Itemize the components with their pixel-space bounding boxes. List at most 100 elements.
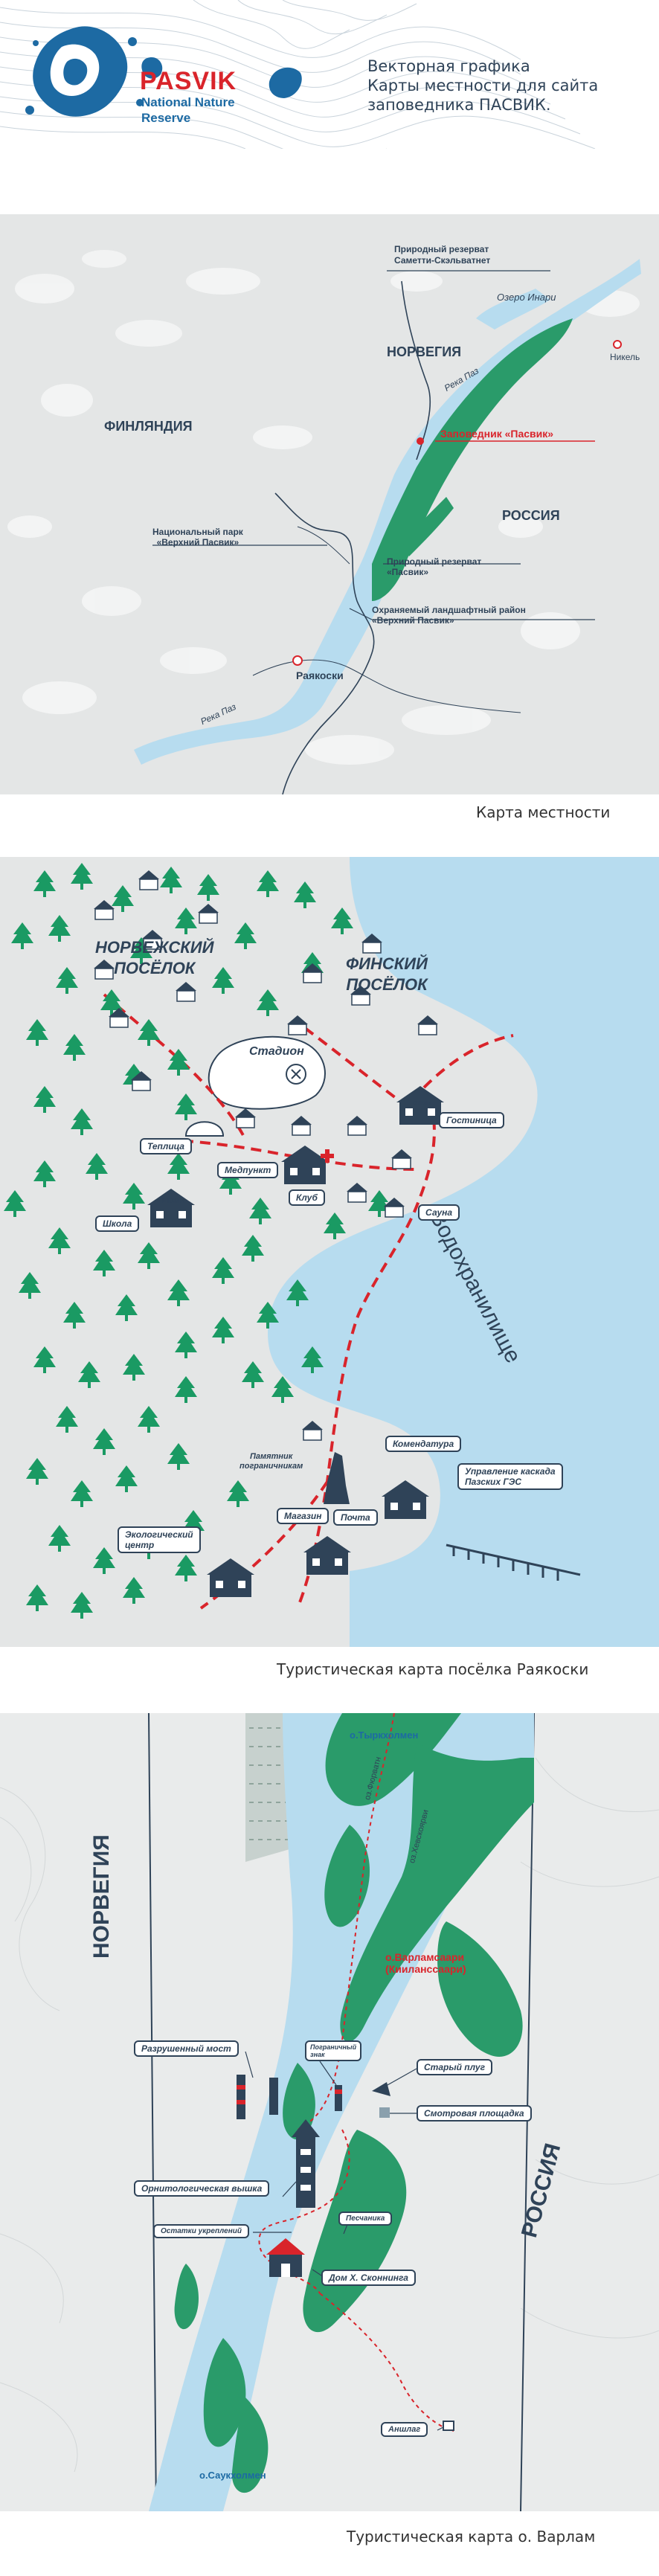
house-icon xyxy=(302,963,323,983)
border-sign-line-1: Пограничный xyxy=(310,2043,357,2051)
medical-cross-icon xyxy=(321,1149,334,1163)
tree-icon xyxy=(115,1294,138,1321)
landscape-line-2: «Верхний Пасвик» xyxy=(372,615,454,626)
varlam-line-1: о.Варламсаари xyxy=(385,1951,465,1963)
reserve-pasvik-line-1: Природный резерват xyxy=(387,556,482,567)
header: PASVIK National Nature Reserve Векторная… xyxy=(0,0,659,149)
map1-caption: Карта местности xyxy=(476,803,611,821)
label-school: Школа xyxy=(95,1215,140,1232)
lake-inari: Озеро Инари xyxy=(497,292,556,303)
post-building-icon xyxy=(303,1536,351,1575)
eco-line-2: центр xyxy=(125,1540,155,1550)
school-building-icon xyxy=(147,1189,195,1227)
tree-icon xyxy=(86,1153,108,1180)
house-icon xyxy=(94,960,115,980)
label-medpunkt: Медпункт xyxy=(217,1162,279,1178)
tree-icon xyxy=(242,1235,264,1262)
district-norwegian-line-2: ПОСЁЛОК xyxy=(114,959,196,977)
logo-sub-2: Reserve xyxy=(141,111,191,125)
tree-icon xyxy=(71,1592,93,1619)
tree-icon xyxy=(33,1160,56,1187)
tree-icon xyxy=(212,1317,234,1343)
medpunkt-building-icon xyxy=(281,1146,329,1184)
tree-icon xyxy=(123,1354,145,1381)
tree-icon xyxy=(123,1577,145,1604)
house-icon xyxy=(302,1421,323,1441)
label-monument: Памятник пограничникам xyxy=(240,1452,303,1471)
tree-icon xyxy=(271,1376,294,1403)
house-icon xyxy=(287,1015,308,1035)
tree-icon xyxy=(219,1168,242,1195)
tree-icon xyxy=(175,1555,197,1581)
tree-icon xyxy=(115,1465,138,1492)
callout-national-park: Национальный парк «Верхний Пасвик» xyxy=(152,527,243,547)
national-park-line-2: «Верхний Пасвик» xyxy=(156,537,240,547)
tree-icon xyxy=(63,1302,86,1329)
sametti-line-2: Саметти-Скэльватнет xyxy=(394,255,491,266)
tree-icon xyxy=(167,1279,190,1306)
label-fortifications: Остатки укреплений xyxy=(153,2224,249,2238)
tree-icon xyxy=(56,1406,78,1433)
island-tyurkholmen: о.Тыркхолмен xyxy=(350,1729,419,1741)
label-house: Дом Х. Сконнинга xyxy=(321,2270,416,2286)
label-old-plow: Старый плуг xyxy=(417,2059,492,2075)
label-eco: Экологический центр xyxy=(118,1526,201,1553)
tree-icon xyxy=(63,1034,86,1061)
island-saukholmen: о.Саукхолмен xyxy=(199,2470,266,2481)
house-icon xyxy=(347,1116,367,1136)
tree-icon xyxy=(71,1108,93,1135)
label-tower: Орнитологическая вышка xyxy=(134,2180,270,2197)
tree-icon xyxy=(212,1257,234,1284)
reserve-pasvik-line-2: «Пасвик» xyxy=(387,567,429,577)
logo-leaf xyxy=(269,67,302,98)
logo-sub-1: National Nature xyxy=(141,95,235,109)
house-icon xyxy=(347,1183,367,1203)
tree-icon xyxy=(33,870,56,897)
tree-icon xyxy=(257,870,279,897)
tree-icon xyxy=(19,1272,41,1299)
label-kommandatura: Комендатура xyxy=(385,1436,462,1452)
label-club: Клуб xyxy=(289,1189,325,1206)
label-post: Почта xyxy=(333,1509,378,1526)
ges-line-2: Пазских ГЭС xyxy=(465,1477,522,1487)
school-sign: ШКОЛА xyxy=(162,1198,185,1204)
tree-icon xyxy=(242,1361,264,1388)
map3: НОРВЕГИЯ РОССИЯ о.Тыркхолмен оз.Фюрватн … xyxy=(0,1713,659,2511)
tree-icon xyxy=(294,881,316,908)
label-pesochina: Песчаника xyxy=(338,2212,393,2226)
tree-icon xyxy=(286,1279,309,1306)
country-finland: ФИНЛЯНДИЯ xyxy=(104,419,193,434)
tree-icon xyxy=(167,1153,190,1180)
tree-icon xyxy=(175,1332,197,1358)
map2: НОРВЕЖСКИЙ ПОСЁЛОК ФИНСКИЙ ПОСЁЛОК Стади… xyxy=(0,857,659,1647)
tree-icon xyxy=(257,1302,279,1329)
national-park-line-1: Национальный парк xyxy=(152,527,243,537)
tree-icon xyxy=(301,1346,324,1373)
label-shop: Магазин xyxy=(277,1508,330,1524)
house-icon xyxy=(176,982,196,1002)
description-line-1: Векторная графика xyxy=(367,57,530,75)
tree-icon xyxy=(331,908,353,934)
island-varlam: о.Варламсаари (Кииланссаари) xyxy=(385,1951,466,1975)
district-finnish-line-2: ПОСЁЛОК xyxy=(346,975,428,994)
tree-icon xyxy=(123,1183,145,1210)
hotel-building-icon xyxy=(396,1086,444,1125)
monument-line-2: пограничникам xyxy=(240,1462,303,1471)
tree-icon xyxy=(167,1443,190,1470)
map1: ФИНЛЯНДИЯ НОРВЕГИЯ РОССИЯ Природный резе… xyxy=(0,214,659,794)
varlam-line-2: (Кииланссаари) xyxy=(385,1963,466,1975)
tree-icon xyxy=(93,1547,115,1574)
logo-emblem xyxy=(25,26,163,117)
tree-icon xyxy=(324,1212,346,1239)
tree-icon xyxy=(26,1584,48,1611)
label-greenhouse: Теплица xyxy=(140,1138,192,1154)
country-norway: НОРВЕГИЯ xyxy=(387,344,462,359)
tree-icon xyxy=(71,863,93,890)
description-line-2: Карты местности для сайта xyxy=(367,77,599,94)
header-description: Векторная графика Карты местности для са… xyxy=(367,57,598,115)
tree-icon xyxy=(26,1458,48,1485)
tree-icon xyxy=(100,989,123,1016)
tree-icon xyxy=(160,867,182,893)
greenhouse-icon xyxy=(184,1121,225,1137)
town-nikel: Никель xyxy=(610,352,640,362)
